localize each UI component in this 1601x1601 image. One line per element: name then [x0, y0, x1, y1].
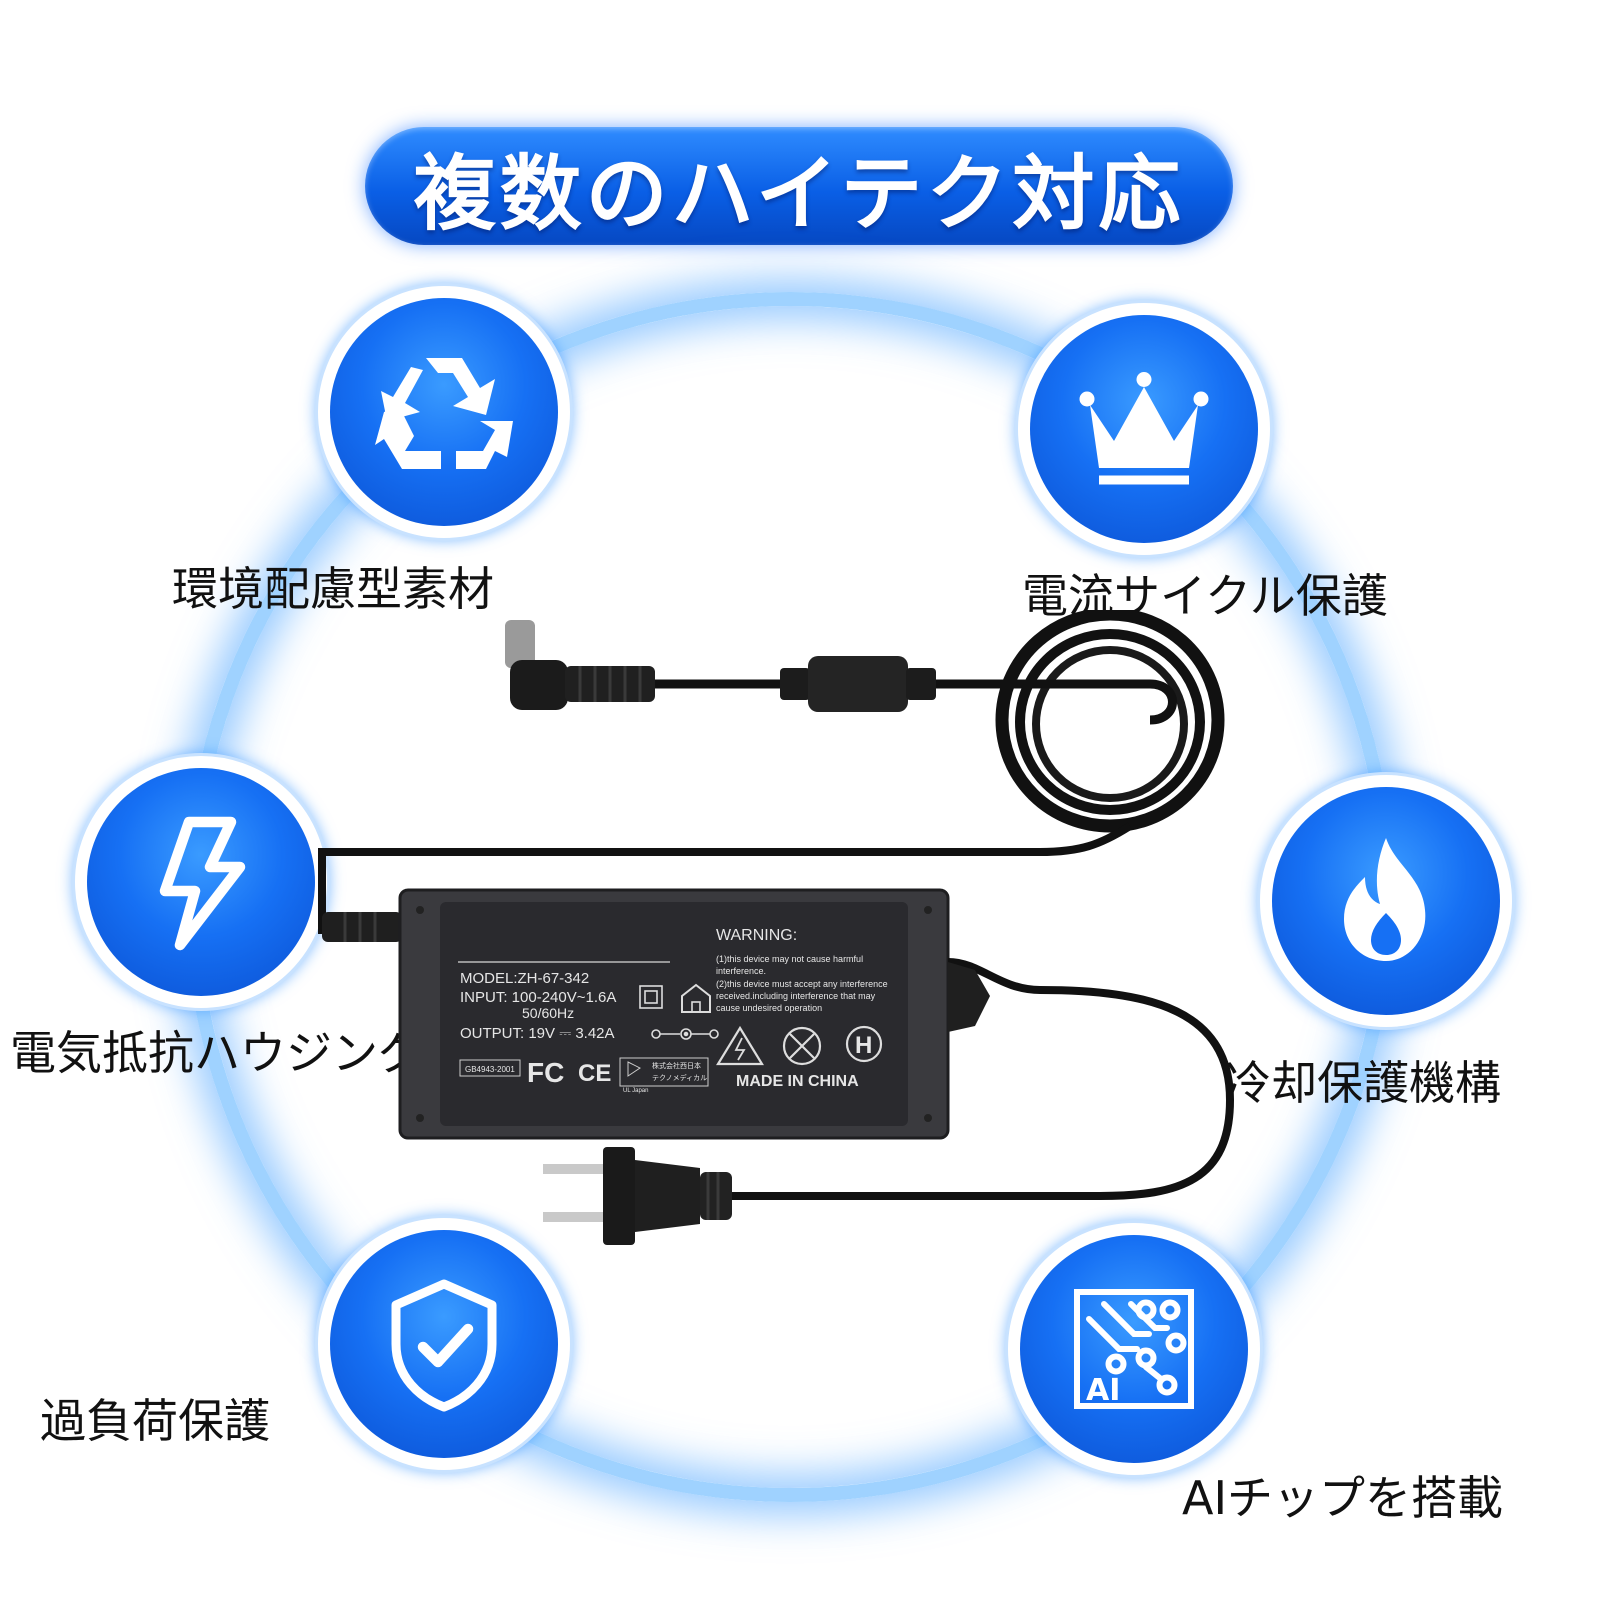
- feature-badge-cooling: [1257, 772, 1515, 1030]
- title-banner: 複数のハイテク対応: [365, 127, 1233, 245]
- page-title: 複数のハイテク対応: [413, 146, 1185, 242]
- ai-chip-icon: AI: [1074, 1289, 1194, 1409]
- feature-label: 電気抵抗ハウジング: [10, 1026, 424, 1080]
- power-adapter-illustration: WARNING: (1)this device may not cause ha…: [318, 610, 1235, 1245]
- made-in-label: MADE IN CHINA: [736, 1073, 859, 1090]
- ac-plug: [543, 1147, 732, 1245]
- coiled-cable: [995, 610, 1225, 833]
- standard-code: GB4943-2001: [465, 1065, 515, 1074]
- ul-japan: UL Japan: [623, 1088, 648, 1094]
- lightning-icon: [159, 816, 246, 951]
- feature-label: 環境配慮型素材: [172, 562, 494, 616]
- warning-line: (1)this device may not cause harmful: [716, 954, 863, 964]
- feature-badge-resistance-housing: [72, 753, 330, 1011]
- feature-label: 冷却保護機構: [1225, 1056, 1501, 1110]
- feature-label: AIチップを搭載: [1182, 1471, 1504, 1525]
- pse-company: 株式会社西日本: [652, 1061, 701, 1070]
- flame-icon: [1344, 838, 1426, 961]
- input-rating: INPUT: 100-240V~1.6A: [460, 989, 616, 1006]
- warning-line: (2)this device must accept any interfere…: [716, 979, 888, 989]
- shield-check-icon: [391, 1279, 497, 1412]
- model-number: MODEL:ZH-67-342: [460, 970, 589, 987]
- svg-text:AI: AI: [1086, 1373, 1120, 1408]
- fcc-mark: FC: [527, 1057, 564, 1088]
- feature-badge-overload: [315, 1215, 573, 1473]
- frequency-rating: 50/60Hz: [522, 1005, 574, 1021]
- pse-company: テクノメディカル: [652, 1073, 707, 1082]
- polarity-icon: [651, 1028, 719, 1040]
- ce-mark: CE: [578, 1060, 611, 1087]
- dc-plug: [505, 620, 655, 710]
- no-disassembly-icon: [782, 1026, 822, 1066]
- feature-badge-eco-material: [315, 283, 573, 541]
- feature-label: 過負荷保護: [40, 1394, 270, 1448]
- ac-cable-strain-relief: [948, 962, 990, 1032]
- h-mark: H: [855, 1032, 872, 1059]
- h-mark-icon: [845, 1025, 883, 1063]
- feature-badge-ai-chip: AI: [1005, 1220, 1263, 1478]
- output-rating: OUTPUT: 19V ⎓ 3.42A: [460, 1025, 615, 1042]
- warning-line: received.including interference that may: [716, 991, 876, 1001]
- recycle-icon: [375, 358, 513, 469]
- ferrite-core: [808, 656, 908, 712]
- feature-badge-current-cycle: [1015, 300, 1273, 558]
- warning-title: WARNING:: [716, 927, 797, 944]
- double-insulation-icon: [639, 985, 663, 1009]
- high-voltage-icon: [716, 1025, 764, 1066]
- pse-icon: [627, 1061, 641, 1077]
- adapter-label-plate: [440, 902, 908, 1126]
- warning-line: interference.: [716, 966, 766, 976]
- crown-icon: [1079, 372, 1209, 485]
- indoor-use-icon: [681, 983, 711, 1013]
- warning-line: cause undesired operation: [716, 1003, 822, 1013]
